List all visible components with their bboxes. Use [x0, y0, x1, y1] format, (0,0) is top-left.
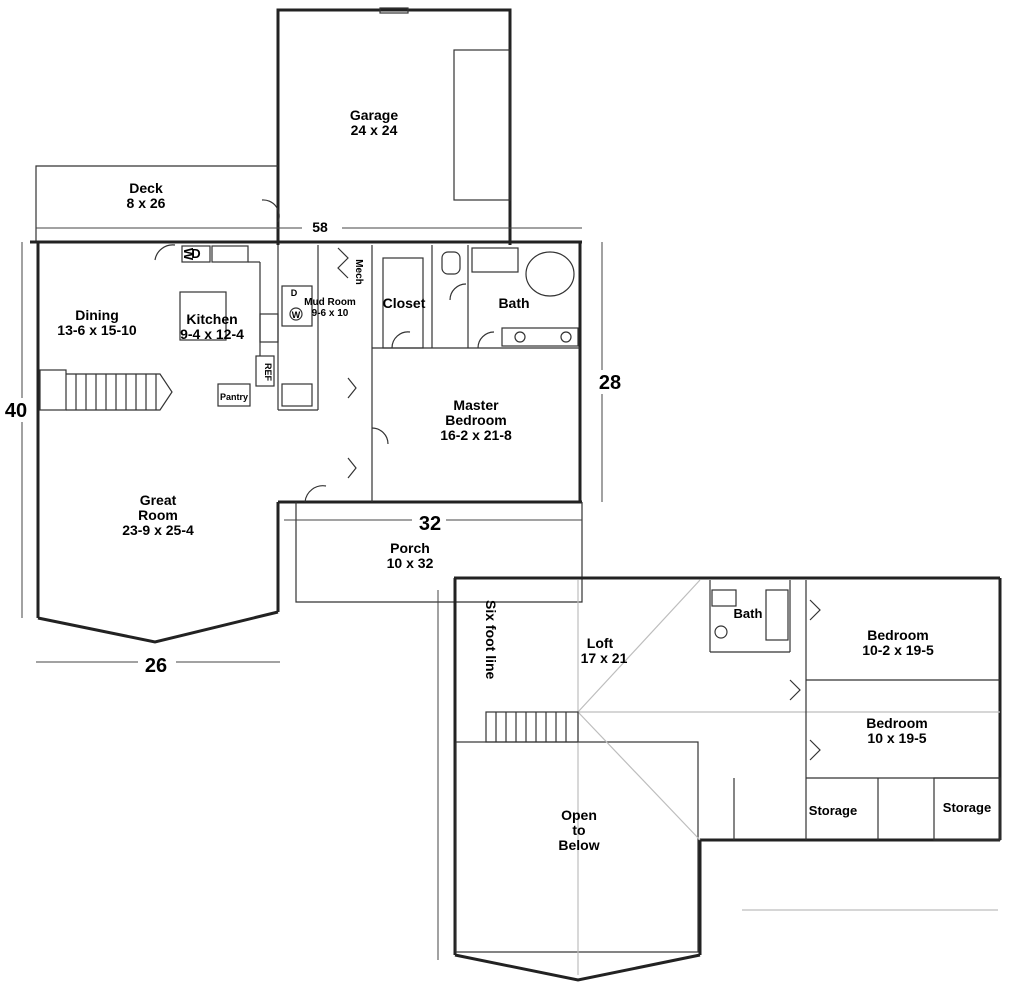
mud-dryer-label: D [291, 288, 298, 298]
great-room-size: 23-9 x 25-4 [122, 522, 194, 538]
loft-size: 17 x 21 [581, 650, 628, 666]
garage-walls [276, 7, 512, 245]
dining-label: Dining [75, 307, 119, 323]
bedroom-1-label: Bedroom [867, 627, 928, 643]
master-bedroom-size: 16-2 x 21-8 [440, 427, 512, 443]
washer-label: W [181, 248, 196, 261]
pantry-label: Pantry [220, 392, 248, 402]
open-below-label-3: Below [558, 837, 599, 853]
dining-size: 13-6 x 15-10 [57, 322, 137, 338]
open-below-label-2: to [572, 822, 585, 838]
open-below-label-1: Open [561, 807, 597, 823]
master-bedroom-label-2: Bedroom [445, 412, 506, 428]
kitchen-fixtures [179, 245, 313, 407]
dimension-porch: 32 [419, 513, 441, 535]
main-floor-walls [30, 240, 582, 644]
mud-room-size: 9-6 x 10 [312, 308, 349, 319]
master-bath-fixtures [441, 247, 579, 347]
six-foot-line-label: Six foot line [483, 600, 499, 680]
mech-label: Mech [353, 259, 364, 285]
room-labels: Garage 24 x 24 Deck 8 x 26 58 Dining 13-… [2, 107, 991, 853]
dimension-left: 40 [5, 400, 27, 422]
great-room-label-1: Great [140, 492, 177, 508]
porch-size: 10 x 32 [387, 555, 434, 571]
garage-label: Garage [350, 107, 398, 123]
bedroom-2-size: 10 x 19-5 [867, 730, 926, 746]
upper-floor-interior-walls [455, 579, 1001, 975]
loft-label: Loft [587, 635, 614, 651]
ref-label: REF [263, 363, 273, 382]
closet-label: Closet [383, 295, 426, 311]
porch-label: Porch [390, 540, 430, 556]
mud-room-label: Mud Room [304, 297, 356, 308]
dryer-label: D [191, 246, 200, 261]
main-staircase [39, 369, 173, 411]
great-room-label-2: Room [138, 507, 178, 523]
kitchen-label: Kitchen [186, 311, 237, 327]
master-bedroom-label-1: Master [453, 397, 499, 413]
dimension-top: 58 [312, 219, 328, 235]
deck-label: Deck [129, 180, 163, 196]
kitchen-size: 9-4 x 12-4 [180, 326, 244, 342]
storage-2-label: Storage [943, 800, 991, 815]
mud-washer-label: W [292, 310, 301, 320]
upper-bath-label: Bath [734, 606, 763, 621]
master-bath-label: Bath [498, 295, 529, 311]
deck-size: 8 x 26 [127, 195, 166, 211]
loft-staircase [485, 711, 579, 743]
bedroom-2-label: Bedroom [866, 715, 927, 731]
main-floor-interior-walls [154, 244, 580, 503]
dimension-right: 28 [599, 372, 621, 394]
dimension-bottom: 26 [145, 655, 167, 677]
bedroom-1-size: 10-2 x 19-5 [862, 642, 934, 658]
deck-outline [35, 165, 280, 242]
garage-size: 24 x 24 [351, 122, 398, 138]
storage-1-label: Storage [809, 803, 857, 818]
